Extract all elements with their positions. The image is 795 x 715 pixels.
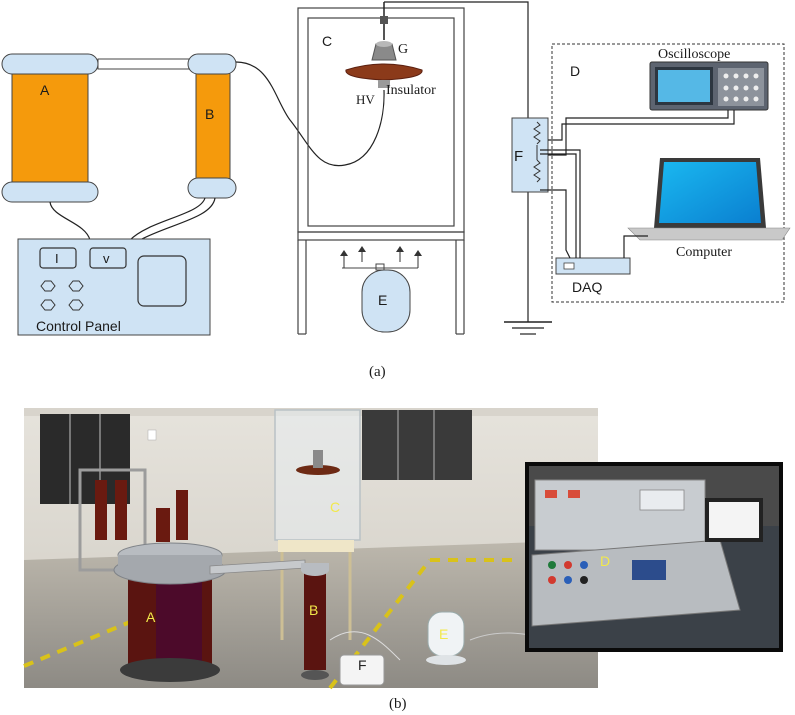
hv-wire: [235, 61, 385, 167]
humidifier-e-photo: E: [426, 611, 466, 665]
measurement-station-inset: D: [525, 462, 783, 652]
photo-label-f: F: [358, 657, 367, 673]
knob-icon: [68, 280, 84, 292]
label-insulator: Insulator: [386, 83, 436, 98]
shunt-f-photo: F: [339, 654, 385, 686]
schematic-diagram: A B I v Control Panel: [1, 1, 791, 380]
voltage-divider-b: B: [187, 53, 237, 199]
top-wire: [384, 1, 529, 118]
resistor-icon: [533, 121, 541, 145]
photo-label-c: C: [330, 499, 340, 515]
signal-wire-5: [540, 189, 571, 259]
photo-label-e: E: [439, 626, 448, 642]
shunt-resistor-f: F: [511, 117, 549, 193]
wire-a-panel: [49, 201, 91, 241]
transformer-a-photo: A: [113, 542, 227, 682]
photo-label-d: D: [600, 553, 610, 569]
label-daq: DAQ: [572, 279, 602, 295]
caption-a: (a): [369, 364, 386, 380]
signal-wire-2: [548, 110, 729, 156]
divider-b-photo: B: [301, 563, 329, 680]
chamber-c-photo: [274, 409, 361, 541]
oscilloscope: Oscilloscope: [649, 47, 769, 111]
window: [362, 410, 472, 480]
test-chamber-c: C: [297, 7, 465, 335]
humidifier-e: E: [340, 246, 422, 333]
insulator-assembly: G HV Insulator: [345, 2, 436, 107]
knob-icon: [40, 280, 56, 292]
label-b: B: [205, 106, 214, 122]
connecting-bar: [97, 58, 191, 70]
label-hv: HV: [356, 92, 375, 107]
label-oscilloscope: Oscilloscope: [658, 47, 730, 62]
label-e: E: [378, 292, 387, 308]
knob-icon: [40, 299, 56, 311]
voltage-meter-label: v: [103, 251, 110, 266]
wire-b-panel-1: [129, 197, 206, 241]
transformer-a: A: [1, 53, 99, 203]
measurement-box-d: [551, 43, 785, 303]
knob-icon: [68, 299, 84, 311]
lab-photograph: C A B E F: [23, 408, 599, 690]
signal-wire-4: [540, 149, 581, 258]
label-d: D: [570, 63, 580, 79]
usb-wire: [623, 235, 648, 258]
voltage-meter: [89, 247, 127, 269]
daq-unit: DAQ: [555, 257, 631, 295]
signal-wire-1: [548, 110, 735, 141]
label-a: A: [40, 82, 50, 98]
label-c: C: [322, 33, 332, 49]
current-meter: [39, 247, 77, 269]
label-g: G: [398, 42, 408, 57]
photo-label-a: A: [146, 609, 156, 625]
signal-wire-3: [540, 153, 577, 258]
resistor-icon: [533, 159, 541, 183]
caption-b: (b): [389, 696, 407, 712]
display-screen: [137, 255, 187, 307]
wire-b-panel-2: [139, 197, 216, 241]
photo-label-b: B: [309, 602, 318, 618]
label-f: F: [514, 148, 523, 165]
label-computer: Computer: [676, 245, 732, 260]
control-panel-label: Control Panel: [36, 318, 121, 334]
current-meter-label: I: [55, 251, 59, 266]
control-panel: I v Control Panel: [17, 238, 211, 336]
laptop-computer: Computer: [627, 158, 791, 260]
